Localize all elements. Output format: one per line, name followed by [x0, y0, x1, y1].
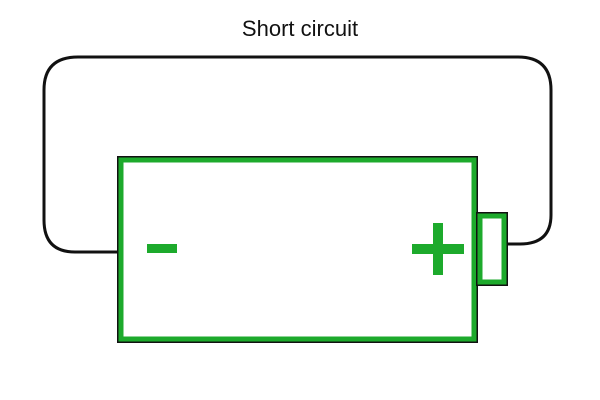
- battery-terminal-cap-inner: [477, 213, 507, 285]
- diagram-title: Short circuit: [241, 16, 359, 41]
- minus-sign-icon: [147, 244, 177, 253]
- plus-sign-icon: [412, 223, 464, 275]
- short-circuit-wire: [42, 55, 553, 254]
